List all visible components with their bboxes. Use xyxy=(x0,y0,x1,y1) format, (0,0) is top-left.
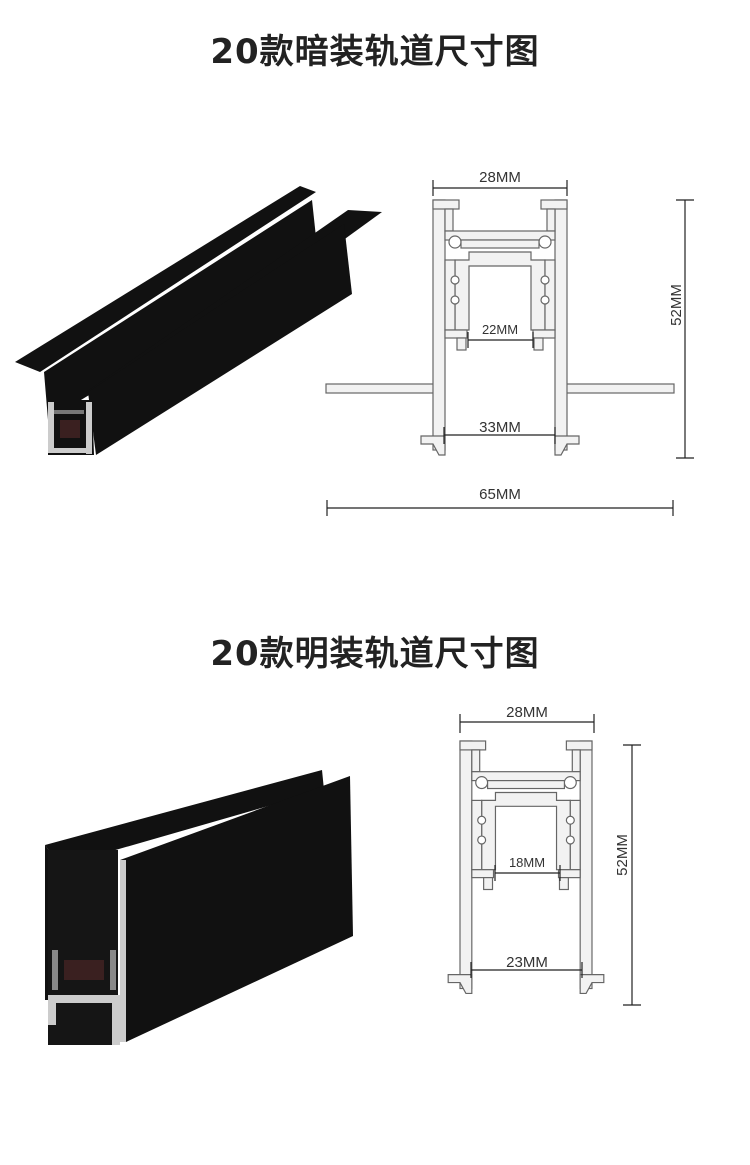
recessed-track-title: 20款暗装轨道尺寸图 xyxy=(210,32,540,72)
bottom-width-label-2: 23MM xyxy=(506,954,548,971)
surface-track-render xyxy=(45,770,353,1045)
top-width-label-2: 28MM xyxy=(506,704,548,721)
recessed-track-render xyxy=(15,186,382,455)
recessed-track-profile xyxy=(325,199,675,456)
total-width-label: 65MM xyxy=(479,486,521,503)
height-label-2: 52MM xyxy=(614,834,631,876)
inner-width-label-2: 18MM xyxy=(509,855,545,870)
bottom-width-label: 33MM xyxy=(479,419,521,436)
inner-width-label: 22MM xyxy=(482,322,518,337)
surface-track-title: 20款明装轨道尺寸图 xyxy=(210,634,540,674)
height-label: 52MM xyxy=(668,284,685,326)
top-width-label: 28MM xyxy=(479,169,521,186)
